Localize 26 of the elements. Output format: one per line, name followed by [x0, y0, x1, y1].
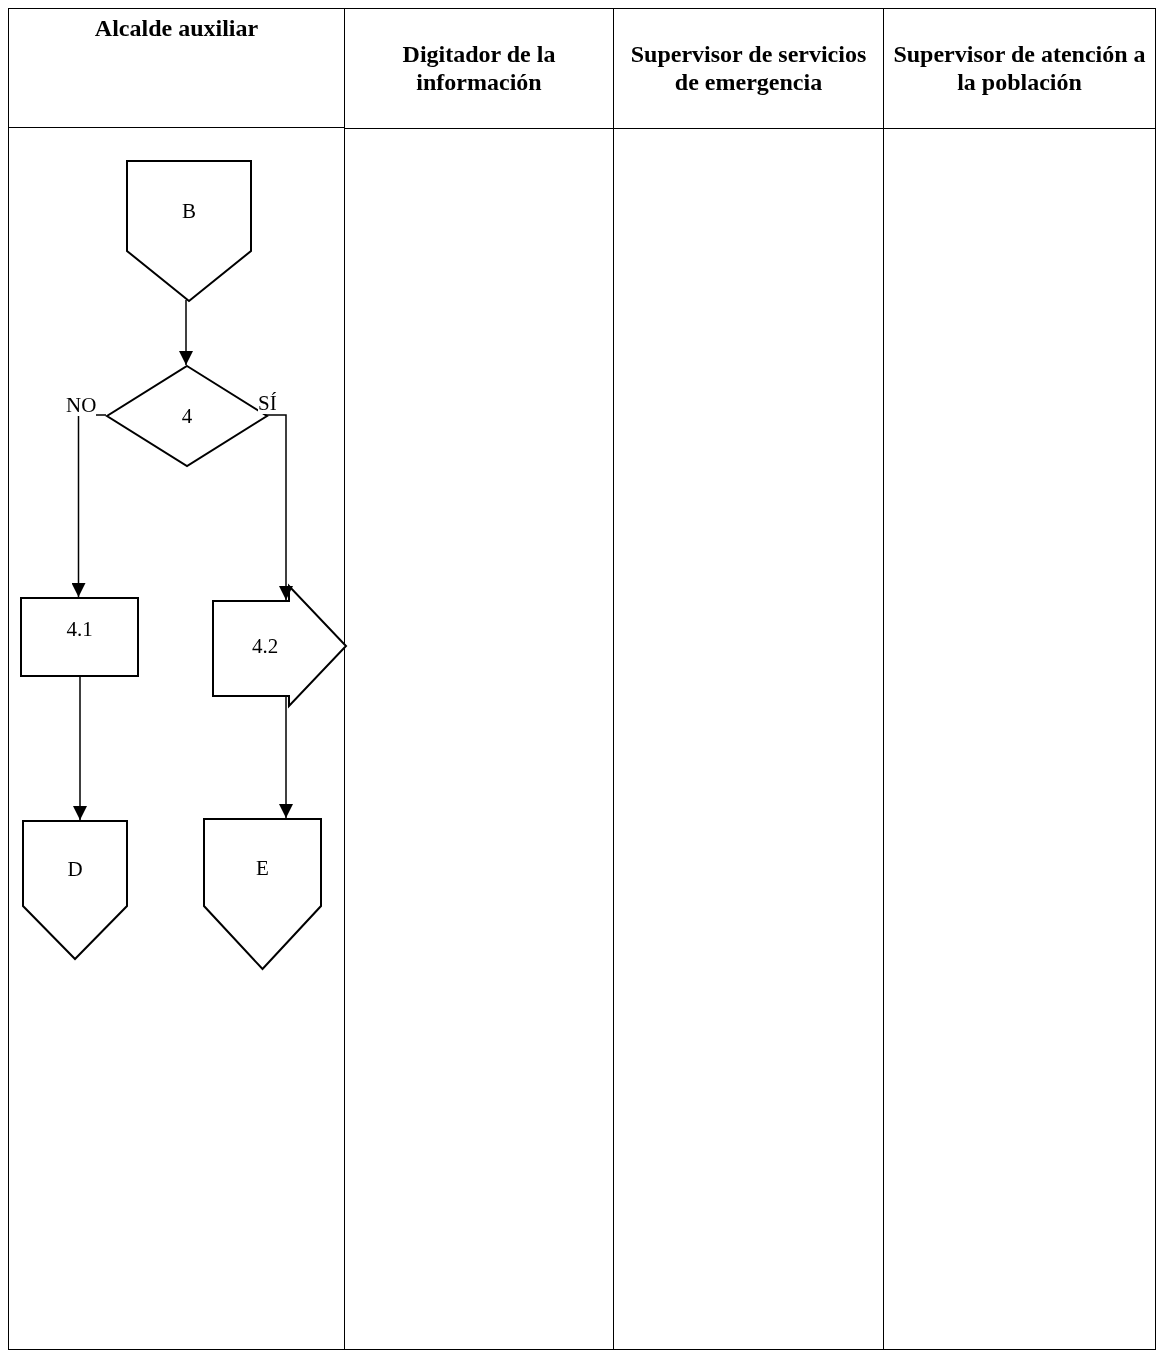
arrow: [265, 414, 293, 601]
arrow-process-shape: [213, 586, 346, 706]
edge-label: NO: [66, 395, 97, 416]
process-box: [21, 598, 138, 676]
arrow: [71, 414, 107, 598]
lane-title: Supervisor de atención a la población: [892, 40, 1147, 97]
edge-label: SÍ: [258, 393, 277, 414]
arrow: [179, 299, 193, 366]
shape-label: B: [182, 198, 196, 224]
swimlane: [8, 8, 345, 1350]
swimlane: [614, 8, 884, 1350]
lane-title: Alcalde auxiliar: [93, 15, 260, 43]
shape-label: 4.1: [66, 616, 93, 642]
swimlane: [345, 8, 614, 1350]
swimlane: [884, 8, 1156, 1350]
shape-label: D: [67, 856, 83, 881]
off-page-connector: [23, 821, 127, 959]
off-page-connector: [127, 161, 251, 301]
lane-title: Digitador de la información: [401, 40, 557, 97]
shape-label: 4: [181, 403, 193, 429]
off-page-connector: [204, 819, 321, 969]
shape-label: E: [256, 855, 269, 880]
arrow: [279, 694, 293, 819]
arrow: [73, 674, 87, 821]
lane-title: Supervisor de servicios de emergencia: [629, 40, 868, 97]
shape-label: 4.2: [251, 633, 279, 659]
